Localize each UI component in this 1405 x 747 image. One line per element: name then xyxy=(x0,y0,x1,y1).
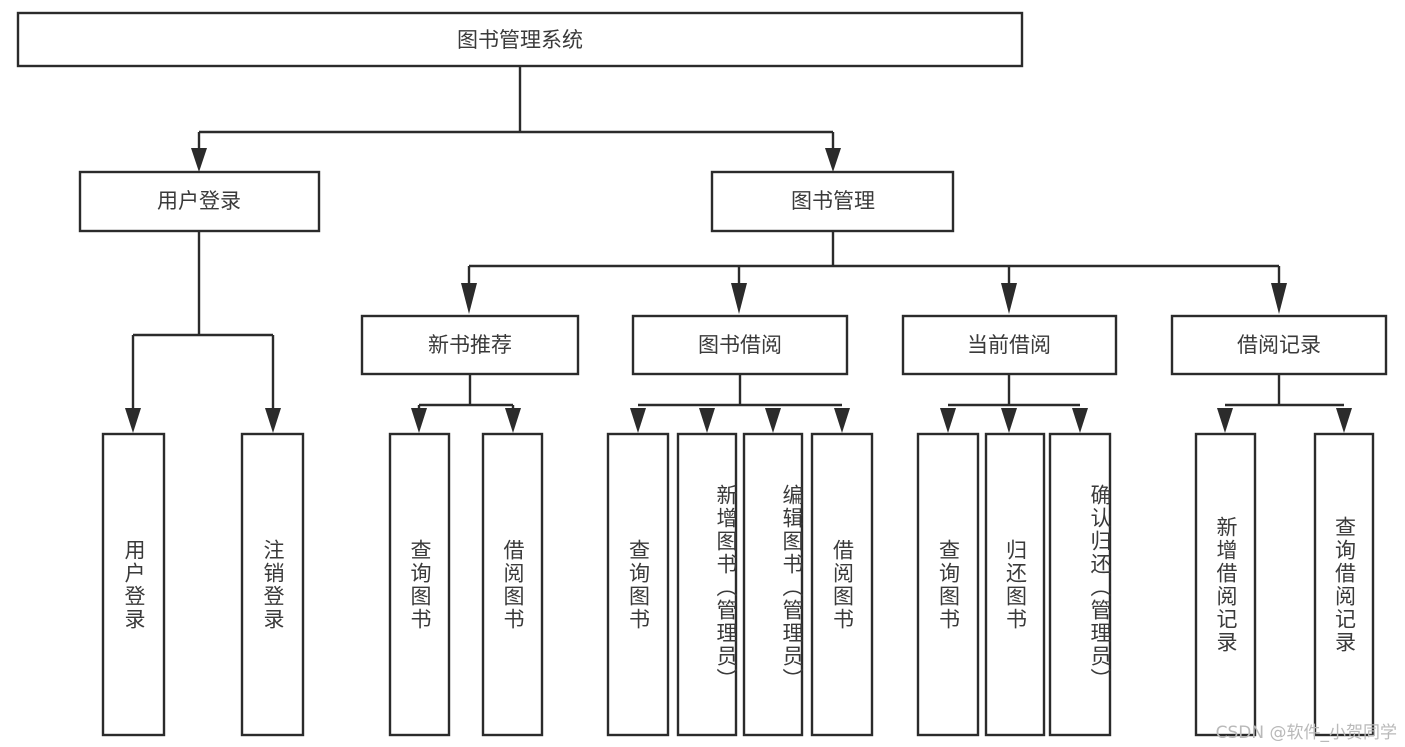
node-user-login-label: 用户登录 xyxy=(157,189,241,213)
node-root-box[interactable] xyxy=(16,11,1024,68)
node-leaf-borrow-book-1-box[interactable] xyxy=(481,432,544,737)
watermark-text: CSDN @软件_小贺同学 xyxy=(1215,723,1397,743)
node-leaf-add-borrow-record-box[interactable] xyxy=(1194,432,1257,737)
node-leaf-query-book-3-box[interactable] xyxy=(916,432,980,737)
arrow-new-book-leaf-2 xyxy=(505,408,521,433)
node-leaf-add-book-box[interactable] xyxy=(676,432,738,737)
node-book-borrow-label: 图书借阅 xyxy=(698,333,782,357)
arrow-book-borrow-leaf-3 xyxy=(765,408,781,433)
node-new-book-recommend-box[interactable] xyxy=(360,314,580,376)
arrow-borrow-record-leaf-1 xyxy=(1217,408,1233,433)
node-leaf-query-book-1-box[interactable] xyxy=(388,432,451,737)
arrow-user-login-leaf-2 xyxy=(265,408,281,433)
arrow-book-manage-to-borrow-record xyxy=(1271,283,1287,314)
node-leaf-query-borrow-record-box[interactable] xyxy=(1313,432,1375,737)
node-leaf-borrow-book-2-box[interactable] xyxy=(810,432,874,737)
node-leaf-edit-book-box[interactable] xyxy=(742,432,804,737)
arrow-user-login-leaf-1 xyxy=(125,408,141,433)
arrow-book-borrow-leaf-4 xyxy=(834,408,850,433)
node-leaf-query-book-2-box[interactable] xyxy=(606,432,670,737)
node-root-label: 图书管理系统 xyxy=(457,28,583,52)
node-leaf-return-book-box[interactable] xyxy=(984,432,1046,737)
node-book-manage-box[interactable] xyxy=(710,170,955,233)
node-leaf-confirm-return-box[interactable] xyxy=(1048,432,1112,737)
node-book-manage-label: 图书管理 xyxy=(791,189,875,213)
arrow-borrow-record-leaf-2 xyxy=(1336,408,1352,433)
arrow-current-borrow-leaf-2 xyxy=(1001,408,1017,433)
arrow-current-borrow-leaf-1 xyxy=(940,408,956,433)
arrow-book-manage-to-book-borrow xyxy=(731,283,747,314)
arrow-root-to-book-manage xyxy=(825,148,841,172)
arrow-current-borrow-leaf-3 xyxy=(1072,408,1088,433)
arrow-book-borrow-leaf-2 xyxy=(699,408,715,433)
arrow-root-to-user-login xyxy=(191,148,207,172)
arrow-book-manage-to-new-book xyxy=(461,283,477,314)
node-new-book-recommend-label: 新书推荐 xyxy=(428,333,512,357)
node-current-borrow-label: 当前借阅 xyxy=(967,333,1051,357)
arrow-book-manage-to-current-borrow xyxy=(1001,283,1017,314)
arrow-book-borrow-leaf-1 xyxy=(630,408,646,433)
node-current-borrow-box[interactable] xyxy=(901,314,1118,376)
node-leaf-logout-box[interactable] xyxy=(240,432,305,737)
node-borrow-record-box[interactable] xyxy=(1170,314,1388,376)
node-book-borrow-box[interactable] xyxy=(631,314,849,376)
node-borrow-record-label: 借阅记录 xyxy=(1237,333,1321,357)
node-leaf-user-login-box[interactable] xyxy=(101,432,166,737)
arrow-new-book-leaf-1 xyxy=(411,408,427,433)
